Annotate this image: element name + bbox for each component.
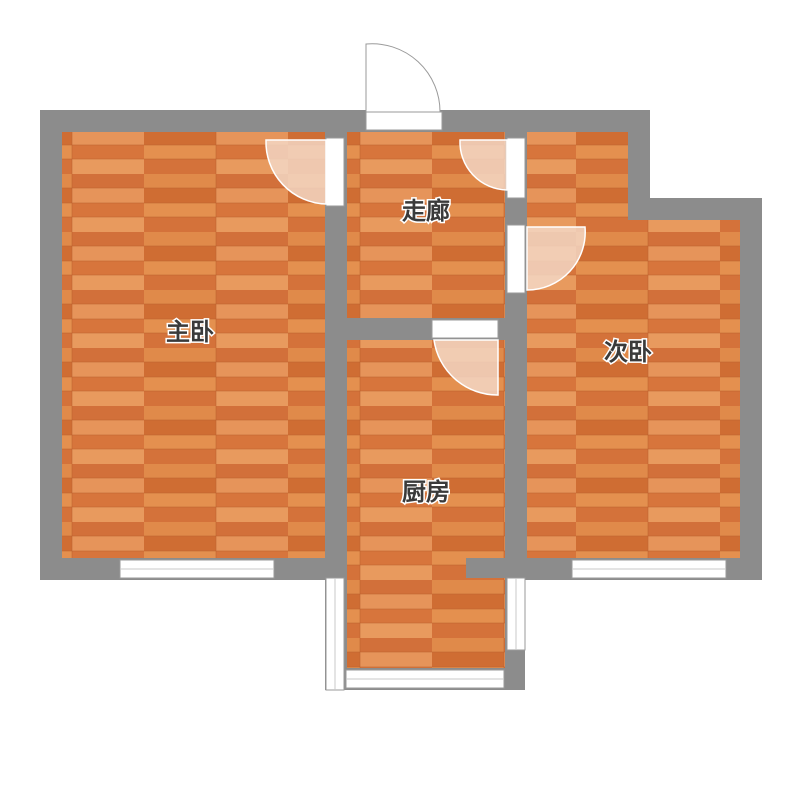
master-bedroom-floor — [62, 132, 325, 558]
master-bedroom-label: 主卧 — [166, 318, 214, 346]
windows — [119, 559, 727, 691]
nook-floor — [527, 132, 628, 220]
kitchen-label: 厨房 — [402, 478, 450, 506]
entrance-door — [365, 43, 443, 131]
room-labels: 主卧 走廊 次卧 厨房 — [165, 196, 654, 508]
second-bedroom-label: 次卧 — [604, 338, 652, 366]
second-bedroom-door — [506, 224, 586, 294]
master-bedroom-door — [265, 137, 345, 207]
nook-door — [459, 137, 526, 199]
floors — [62, 132, 740, 668]
doors — [265, 43, 586, 396]
kitchen-wall-stub — [466, 558, 528, 578]
kitchen-floor — [347, 340, 505, 668]
corridor-label: 走廊 — [402, 197, 450, 225]
kitchen-door — [431, 319, 499, 396]
